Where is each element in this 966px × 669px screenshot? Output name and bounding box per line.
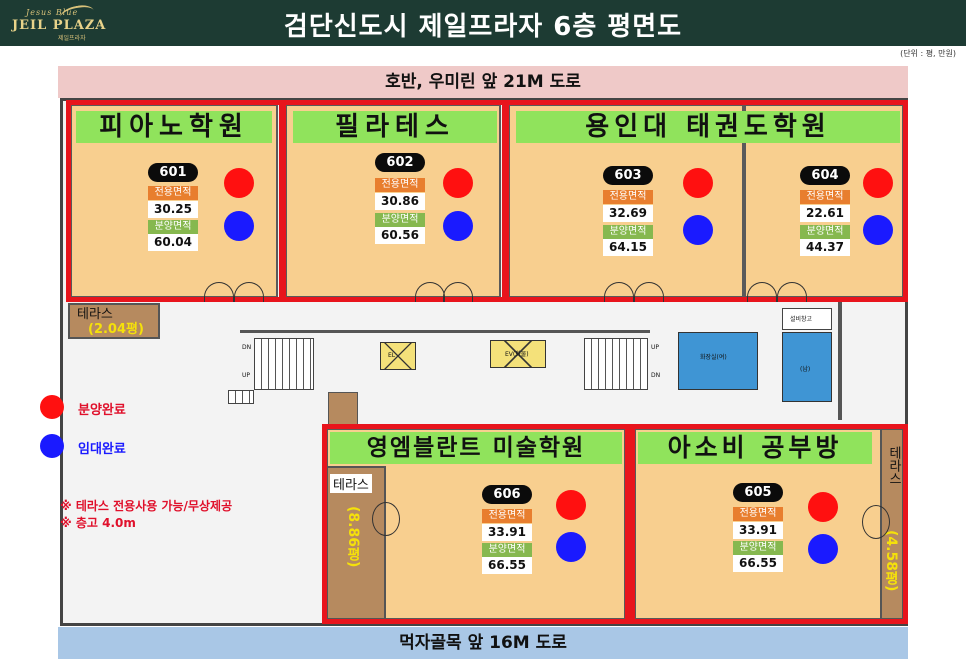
- elevator: [380, 342, 416, 370]
- unit-note: (단위 : 평, 만원): [900, 49, 956, 58]
- unit-number-601: 601: [148, 163, 198, 182]
- sale-area-label: 분양면적: [603, 225, 653, 239]
- stair-dn-label: DN: [242, 344, 252, 351]
- legend-sold-label: 분양완료: [78, 403, 126, 418]
- exclusive-area-label: 전용면적: [148, 186, 198, 200]
- terrace-label: 테라스: [886, 446, 901, 485]
- unit-number-605: 605: [733, 483, 783, 502]
- logo-small-text: Jesus Blue: [26, 8, 79, 17]
- stairwell-left: [254, 338, 314, 390]
- tenant-study: 아소비 공부방: [638, 432, 872, 464]
- leased-marker: [863, 215, 893, 245]
- freight-elevator: [490, 340, 546, 368]
- sale-area-label: 분양면적: [800, 225, 850, 239]
- terrace-area-606: (8.86평): [345, 506, 361, 568]
- unit-number-604: 604: [800, 166, 850, 185]
- freight-elevator-label: EV(화물): [505, 351, 529, 358]
- door: [862, 505, 890, 539]
- road-bottom: 먹자골목 앞 16M 도로: [58, 627, 908, 659]
- exclusive-area-601: 30.25: [148, 201, 198, 218]
- tenant-art: 영엠블란트 미술학원: [330, 432, 622, 464]
- sold-marker: [224, 168, 254, 198]
- door: [372, 502, 400, 536]
- sale-area-601: 60.04: [148, 234, 198, 251]
- logo-subtext: 제일프라자: [58, 35, 86, 42]
- sale-area-606: 66.55: [482, 557, 532, 574]
- terrace-601: [68, 303, 160, 339]
- terrace-corridor: [328, 392, 358, 426]
- exclusive-area-label: 전용면적: [603, 190, 653, 204]
- unit-number-603: 603: [603, 166, 653, 185]
- leased-marker: [683, 215, 713, 245]
- frame-taekwondo: [504, 100, 908, 302]
- wall: [240, 330, 650, 333]
- sale-area-label: 분양면적: [482, 543, 532, 557]
- exclusive-area-label: 전용면적: [482, 509, 532, 523]
- elevator-label: EL: [388, 352, 396, 359]
- duct: [228, 390, 254, 404]
- exclusive-area-label: 전용면적: [375, 178, 425, 192]
- legend-leased-label: 임대완료: [78, 442, 126, 457]
- restroom-male: [782, 332, 832, 402]
- road-top: 호반, 우미린 앞 21M 도로: [58, 66, 908, 98]
- stair-dn-label: DN: [651, 372, 661, 379]
- terrace-label: 테라스: [330, 474, 372, 493]
- storage-room: [782, 308, 832, 330]
- note-ceiling: ※ 층고 4.0m: [60, 516, 136, 530]
- exclusive-area-605: 33.91: [733, 522, 783, 539]
- sold-marker: [683, 168, 713, 198]
- exclusive-area-label: 전용면적: [733, 507, 783, 521]
- logo: JEIL PLAZA: [12, 18, 107, 33]
- unit-number-606: 606: [482, 485, 532, 504]
- leased-marker: [808, 534, 838, 564]
- terrace-label: 테라스: [77, 307, 113, 322]
- sold-marker: [808, 492, 838, 522]
- unit-number-602: 602: [375, 153, 425, 172]
- frame-art: [322, 424, 630, 624]
- stair-up-label: UP: [242, 372, 251, 379]
- restroom-male-label: (남): [800, 366, 811, 373]
- exclusive-area-label: 전용면적: [800, 190, 850, 204]
- terrace-area-601: (2.04평): [88, 322, 144, 337]
- sold-marker: [863, 168, 893, 198]
- sale-area-label: 분양면적: [733, 541, 783, 555]
- sale-area-605: 66.55: [733, 555, 783, 572]
- exclusive-area-603: 32.69: [603, 205, 653, 222]
- sold-marker: [556, 490, 586, 520]
- tenant-piano: 피아노학원: [76, 111, 272, 143]
- legend-leased-dot: [40, 434, 64, 458]
- page-title: 검단신도시 제일프라자 6층 평면도: [283, 12, 683, 42]
- tenant-pilates: 필라테스: [293, 111, 497, 143]
- sale-area-603: 64.15: [603, 239, 653, 256]
- restroom-female-label: 화장실(여): [700, 354, 727, 361]
- tenant-taekwondo: 용인대 태권도학원: [516, 111, 900, 143]
- restroom-female: [678, 332, 758, 390]
- sale-area-604: 44.37: [800, 239, 850, 256]
- wall: [838, 300, 842, 420]
- storage-label: 설비창고: [790, 316, 813, 323]
- terrace-area-605: (4.58평): [883, 530, 899, 592]
- header-bar: [0, 0, 966, 46]
- sale-area-label: 분양면적: [375, 213, 425, 227]
- exclusive-area-604: 22.61: [800, 205, 850, 222]
- leased-marker: [224, 211, 254, 241]
- leased-marker: [556, 532, 586, 562]
- exclusive-area-602: 30.86: [375, 193, 425, 210]
- sale-area-label: 분양면적: [148, 220, 198, 234]
- leased-marker: [443, 211, 473, 241]
- stair-up-label: UP: [651, 344, 660, 351]
- frame-study: [630, 424, 908, 624]
- sale-area-602: 60.56: [375, 227, 425, 244]
- stairwell-right: [584, 338, 648, 390]
- exclusive-area-606: 33.91: [482, 524, 532, 541]
- note-terrace: ※ 테라스 전용사용 가능/무상제공: [60, 499, 233, 513]
- sold-marker: [443, 168, 473, 198]
- legend-sold-dot: [40, 395, 64, 419]
